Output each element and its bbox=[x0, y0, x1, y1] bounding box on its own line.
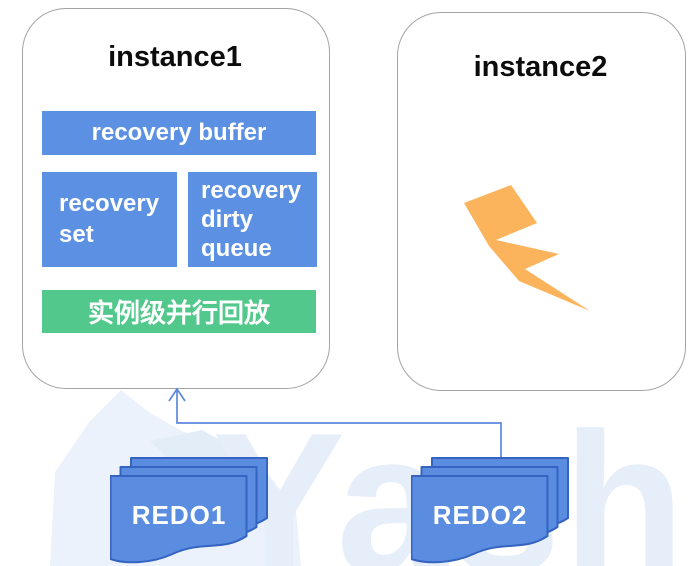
instance2-card bbox=[397, 12, 686, 391]
arrow-head bbox=[168, 387, 186, 402]
redo1-label: REDO1 bbox=[131, 499, 227, 530]
recovery-buffer-box: recovery buffer bbox=[42, 111, 316, 155]
recovery-set-box: recovery set bbox=[42, 172, 177, 267]
watermark-text: Yash bbox=[212, 392, 687, 566]
recovery-dirty-queue-box: recovery dirty queue bbox=[188, 172, 317, 267]
instance-parallel-replay-box: 实例级并行回放 bbox=[42, 290, 316, 333]
redo2-label: REDO2 bbox=[432, 499, 528, 530]
instance2-title: instance2 bbox=[473, 51, 608, 83]
instance1-title: instance1 bbox=[108, 41, 242, 73]
